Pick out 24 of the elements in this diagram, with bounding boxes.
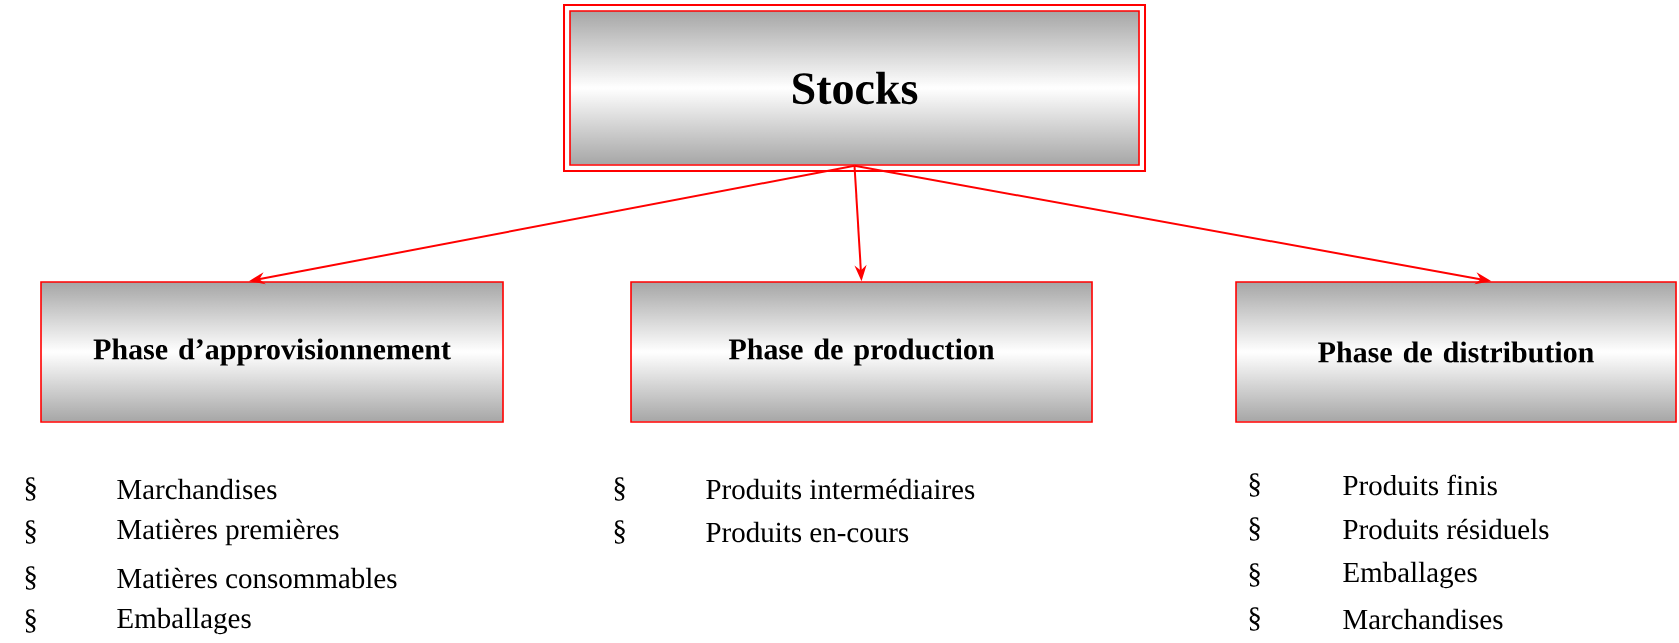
bullet: § [1249, 563, 1260, 587]
list-item: Matières consommables [117, 567, 397, 589]
list-item: Produits intermédiaires [706, 478, 975, 500]
list-item: Marchandises [117, 478, 277, 500]
bullet: § [25, 609, 36, 633]
list-item: Matières premières [117, 518, 339, 546]
bullet: § [25, 566, 36, 590]
phase-box: Phase de production [630, 281, 1093, 423]
list-item: Produits en-cours [706, 521, 909, 543]
phase-box: Phase de distribution [1235, 281, 1677, 423]
bullet: § [25, 477, 36, 501]
bullet: § [614, 477, 625, 501]
bullet: § [1249, 607, 1260, 631]
bullet: § [25, 520, 36, 544]
bullet: § [614, 520, 625, 544]
bullet: § [1249, 473, 1260, 497]
list-item: Marchandises [1343, 608, 1503, 630]
list-item: Produits finis [1343, 474, 1497, 496]
list-item: Emballages [117, 607, 251, 635]
bullet: § [1249, 517, 1260, 541]
list-item: Emballages [1343, 561, 1477, 589]
list-item: Produits résiduels [1343, 518, 1549, 540]
title-box: Stocks [563, 4, 1146, 172]
phase-box: Phase d’approvisionnement [40, 281, 504, 423]
